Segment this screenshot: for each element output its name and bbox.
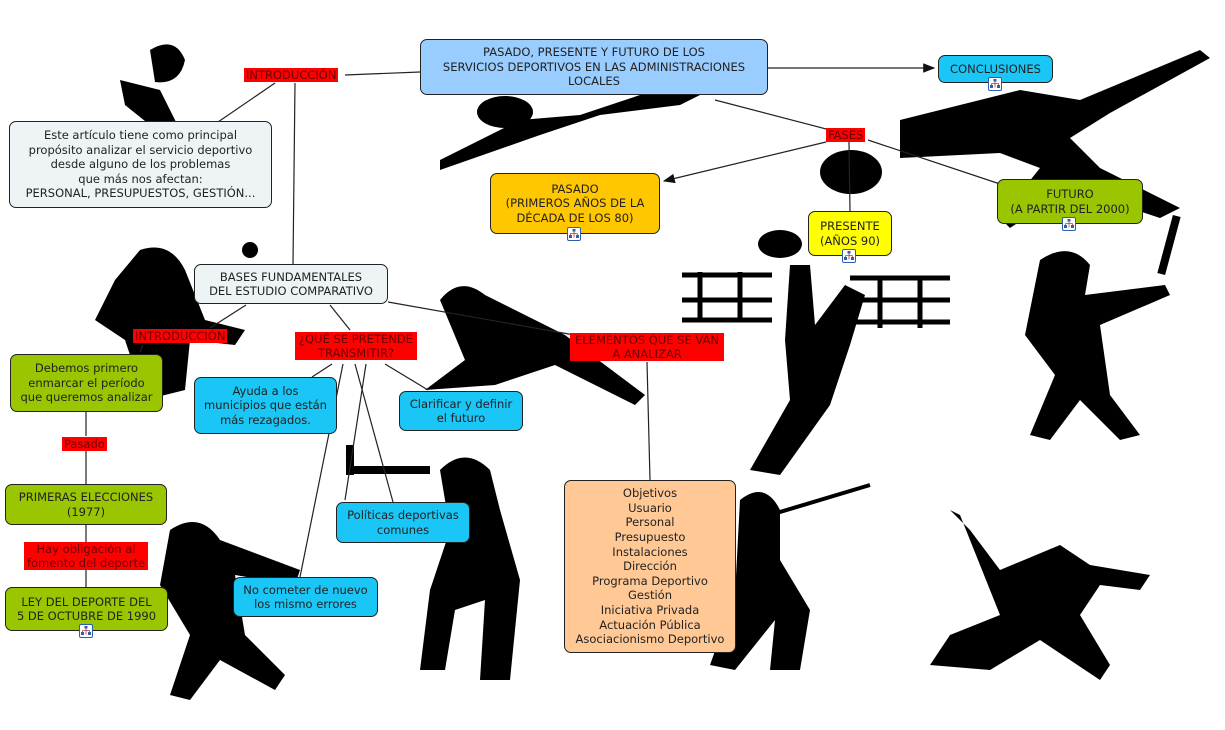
- ayuda-node[interactable]: Ayuda a los municipios que están más rez…: [194, 377, 337, 434]
- runner-silhouette: [120, 44, 185, 130]
- label-elementos: ELEMENTOS QUE SE VAN A ANALIZAR: [570, 333, 724, 361]
- primeras-elecciones-node[interactable]: PRIMERAS ELECCIONES (1977): [5, 484, 167, 525]
- futuro-node[interactable]: FUTURO (A PARTIR DEL 2000): [997, 179, 1143, 224]
- ley-deporte-node[interactable]: LEY DEL DEPORTE DEL 5 DE OCTUBRE DE 1990: [5, 587, 168, 631]
- submap-icon[interactable]: [567, 227, 581, 241]
- volleyball-net: [682, 272, 950, 328]
- jumper-silhouette: [900, 50, 1210, 228]
- elemento-item: Programa Deportivo: [592, 573, 708, 588]
- intro-text: Este artículo tiene como principal propó…: [25, 128, 256, 201]
- soccer-silhouette: [160, 522, 300, 700]
- ley-deporte-text: LEY DEL DEPORTE DEL 5 DE OCTUBRE DE 1990: [16, 594, 157, 624]
- futuro-text: FUTURO (A PARTIR DEL 2000): [1010, 187, 1130, 216]
- label-introduccion-left: INTRODUCCIÓN: [133, 329, 228, 343]
- no-cometer-text: No cometer de nuevo los mismo errores: [243, 582, 368, 612]
- link-bases-intro: [209, 304, 247, 329]
- presente-text: PRESENTE (AÑOS 90): [819, 219, 881, 248]
- intro-text-node[interactable]: Este artículo tiene como principal propó…: [9, 121, 272, 208]
- elemento-item: Asociacionismo Deportivo: [575, 632, 725, 647]
- volleyball-silhouette: [750, 265, 865, 475]
- submap-icon[interactable]: [1062, 217, 1076, 231]
- clarificar-node[interactable]: Clarificar y definir el futuro: [399, 391, 523, 431]
- label-introduccion-top: INTRODUCCIÓN: [244, 68, 339, 82]
- link-bases-elementos: [387, 301, 581, 337]
- presente-node[interactable]: PRESENTE (AÑOS 90): [808, 211, 892, 256]
- pasado-text: PASADO (PRIMEROS AÑOS DE LA DÉCADA DE LO…: [505, 181, 645, 225]
- link-fases-presente: [848, 141, 851, 212]
- link-fases-pasado: [662, 141, 827, 184]
- bases-node[interactable]: BASES FUNDAMENTALES DEL ESTUDIO COMPARAT…: [194, 264, 388, 304]
- link-que-politicas-b: [344, 363, 367, 501]
- submap-icon[interactable]: [988, 77, 1002, 91]
- link-bases-que: [329, 304, 351, 331]
- link-intro-text: [217, 82, 276, 123]
- basketball-silhouette: [420, 457, 520, 680]
- elemento-item: Usuario: [628, 500, 672, 515]
- link-main-intro: [344, 71, 421, 76]
- link-elementos-list: [646, 361, 651, 481]
- elemento-item: Dirección: [623, 559, 677, 574]
- label-obligacion: Hay obligación al fomento del deporte: [24, 542, 148, 570]
- link-fases-futuro: [867, 139, 1001, 185]
- debemos-node[interactable]: Debemos primero enmarcar el período que …: [10, 354, 163, 412]
- tennis-silhouette: [1025, 251, 1170, 440]
- debemos-text: Debemos primero enmarcar el período que …: [20, 361, 153, 405]
- bowling-ball: [820, 150, 882, 194]
- link-que-clarificar: [384, 363, 429, 391]
- link-main-fases: [714, 99, 831, 131]
- elemento-item: Instalaciones: [612, 544, 688, 559]
- bases-text: BASES FUNDAMENTALES DEL ESTUDIO COMPARAT…: [209, 269, 373, 299]
- elemento-item: Gestión: [627, 588, 672, 603]
- conclusiones-text: CONCLUSIONES: [950, 61, 1041, 76]
- primeras-elecciones-text: PRIMERAS ELECCIONES (1977): [18, 490, 154, 519]
- label-que-se-pretende: ¿QUÉ SE PRETENDE TRANSMITIR?: [295, 332, 417, 360]
- main-topic-node[interactable]: PASADO, PRESENTE Y FUTURO DE LOS SERVICI…: [420, 39, 768, 95]
- submap-icon[interactable]: [79, 624, 93, 638]
- pasado-node[interactable]: PASADO (PRIMEROS AÑOS DE LA DÉCADA DE LO…: [490, 173, 660, 234]
- politicas-node[interactable]: Políticas deportivas comunes: [336, 502, 470, 543]
- link-intro-debemos: [139, 344, 144, 353]
- elemento-item: Objetivos: [622, 486, 678, 501]
- elemento-item: Personal: [625, 515, 675, 530]
- link-que-politicas-a: [354, 363, 394, 503]
- elemento-item: Presupuesto: [614, 530, 686, 545]
- gymnast-silhouette: [930, 510, 1150, 680]
- label-pasado: Pasado: [62, 437, 107, 451]
- clarificar-text: Clarificar y definir el futuro: [409, 396, 513, 426]
- politicas-text: Políticas deportivas comunes: [347, 508, 459, 537]
- ayuda-text: Ayuda a los municipios que están más rez…: [204, 383, 327, 427]
- label-fases: FASES: [826, 128, 866, 142]
- link-intro-bases: [292, 82, 296, 265]
- elemento-item: Actuación Pública: [599, 617, 701, 632]
- hurdler-silhouette: [425, 286, 645, 405]
- elementos-list-node[interactable]: Objetivos Usuario Personal Presupuesto I…: [564, 480, 736, 653]
- elemento-item: Iniciativa Privada: [600, 602, 700, 617]
- kicker-silhouette: [440, 75, 740, 170]
- link-que-ayuda: [311, 363, 333, 378]
- main-topic-text: PASADO, PRESENTE Y FUTURO DE LOS SERVICI…: [442, 45, 746, 89]
- no-cometer-node[interactable]: No cometer de nuevo los mismo errores: [233, 577, 378, 617]
- submap-icon[interactable]: [842, 249, 856, 263]
